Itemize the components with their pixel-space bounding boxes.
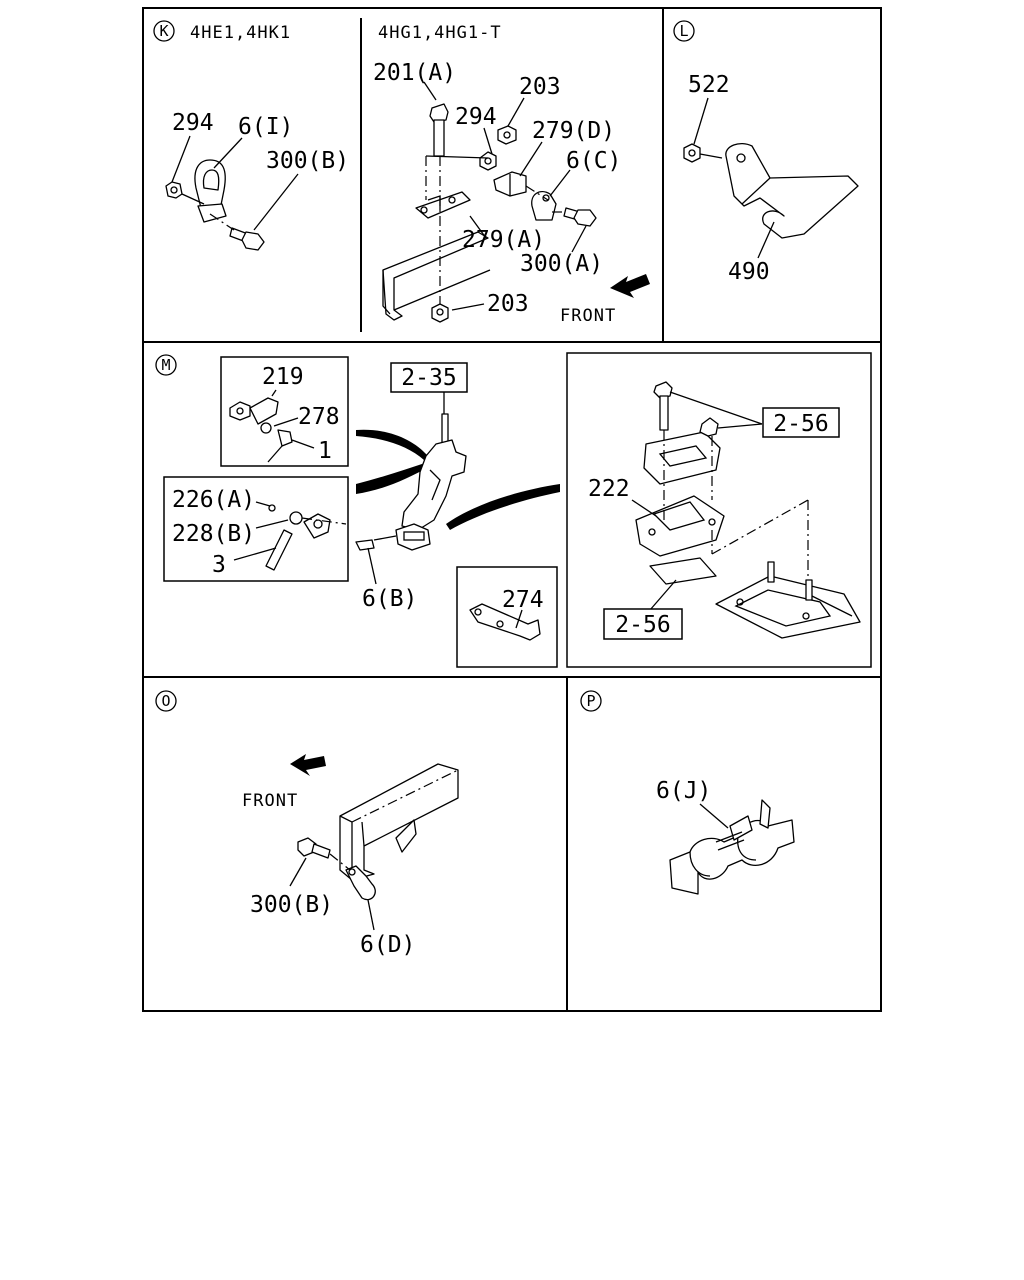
label-279d: 279(D): [532, 118, 615, 144]
label-228b: 228(B): [172, 521, 255, 547]
double-clip-6j-drawing: [669, 799, 795, 895]
panel-p-letter: P: [580, 690, 602, 712]
panel-o: O FRONT 300(B) 6(D): [155, 690, 459, 958]
ref-2-56-bottom: 2-56: [615, 612, 670, 638]
label-490: 490: [728, 259, 770, 285]
ref-box-2-56-bottom: [603, 608, 683, 640]
front-arrow-o-icon: [290, 754, 326, 776]
frame-rail-o-drawing: [339, 763, 459, 881]
nut-203-bottom-drawing: [431, 303, 449, 323]
svg-text:M: M: [161, 356, 170, 374]
label-274: 274: [502, 587, 544, 613]
label-6j: 6(J): [656, 778, 711, 804]
front-label-k: FRONT: [560, 306, 616, 326]
bolt-300b-o-drawing: [297, 837, 331, 859]
label-219: 219: [262, 364, 304, 390]
front-label-o: FRONT: [242, 791, 298, 811]
engine-label-left: 4HE1,4HK1: [190, 23, 291, 43]
label-203-bottom: 203: [487, 291, 529, 317]
base-plate-drawing: [715, 561, 861, 639]
front-arrow-icon: [610, 274, 650, 298]
label-201a: 201(A): [373, 60, 456, 86]
label-294-left: 294: [172, 110, 214, 136]
label-522: 522: [688, 72, 730, 98]
leader-wedge-right: [446, 484, 560, 530]
bracket-219-drawing: [229, 397, 279, 425]
bracket-279d-drawing: [493, 171, 527, 197]
label-300b-o: 300(B): [250, 892, 333, 918]
clip-6i-drawing: [194, 159, 227, 223]
rod-3-drawing: [265, 504, 331, 571]
panel-k: K 4HE1,4HK1 4HG1,4HG1-T 294 6(I) 300(B): [153, 20, 650, 326]
panel-l: L 522 490: [673, 20, 859, 285]
label-226a: 226(A): [172, 487, 255, 513]
bracket-490-drawing: [725, 142, 859, 239]
label-3: 3: [212, 552, 226, 578]
panel-k-letter: K: [153, 20, 175, 42]
clip-6d-drawing: [345, 865, 376, 901]
label-300b-k: 300(B): [266, 148, 349, 174]
mount-222-drawing: [635, 495, 725, 557]
label-300a: 300(A): [520, 251, 603, 277]
nut-522-drawing: [683, 143, 701, 163]
label-6b: 6(B): [362, 586, 417, 612]
rod-1-drawing: [260, 422, 293, 463]
nut-294-right-drawing: [479, 151, 497, 171]
leader-wedge-mid: [356, 462, 430, 494]
label-278: 278: [298, 404, 340, 430]
leader-wedge-top: [356, 429, 428, 460]
panel-p: P 6(J): [580, 690, 795, 895]
link-274-drawing: [469, 603, 541, 641]
panel-o-letter: O: [155, 690, 177, 712]
label-6d: 6(D): [360, 932, 415, 958]
shift-lever-drawing: [355, 413, 467, 551]
label-222: 222: [588, 476, 630, 502]
label-6i: 6(I): [238, 114, 293, 140]
engine-label-right: 4HG1,4HG1-T: [378, 23, 502, 43]
ref-box-2-35: [390, 362, 468, 393]
ref-2-56-top: 2-56: [773, 411, 828, 437]
nut-203-top-drawing: [497, 125, 517, 145]
panel-m-letter: M: [155, 354, 177, 376]
svg-text:L: L: [679, 22, 688, 40]
label-294-right: 294: [455, 104, 497, 130]
panel-l-letter: L: [673, 20, 695, 42]
panel-m: M 219 278 1 226: [155, 352, 872, 668]
svg-text:P: P: [586, 692, 595, 710]
bolt-201a-drawing: [429, 103, 449, 157]
ref-box-2-56-top: [762, 407, 840, 438]
nut-294-drawing: [165, 181, 183, 199]
bolt-300a-drawing: [563, 207, 597, 227]
frame-rail-drawing: [382, 231, 491, 321]
svg-text:K: K: [159, 22, 168, 40]
bracket-279a-drawing: [415, 191, 471, 219]
label-203-top: 203: [519, 74, 561, 100]
bolt-300b-drawing: [229, 227, 265, 251]
mount-upper-drawing: [643, 381, 721, 485]
label-6c: 6(C): [566, 148, 621, 174]
label-1: 1: [318, 438, 332, 464]
clip-6c-drawing: [531, 191, 557, 221]
diagram-frames: [142, 7, 882, 1012]
ref-2-35: 2-35: [401, 365, 456, 391]
svg-text:O: O: [161, 692, 170, 710]
pad-2-56-drawing: [649, 557, 717, 585]
label-279a: 279(A): [462, 227, 545, 253]
